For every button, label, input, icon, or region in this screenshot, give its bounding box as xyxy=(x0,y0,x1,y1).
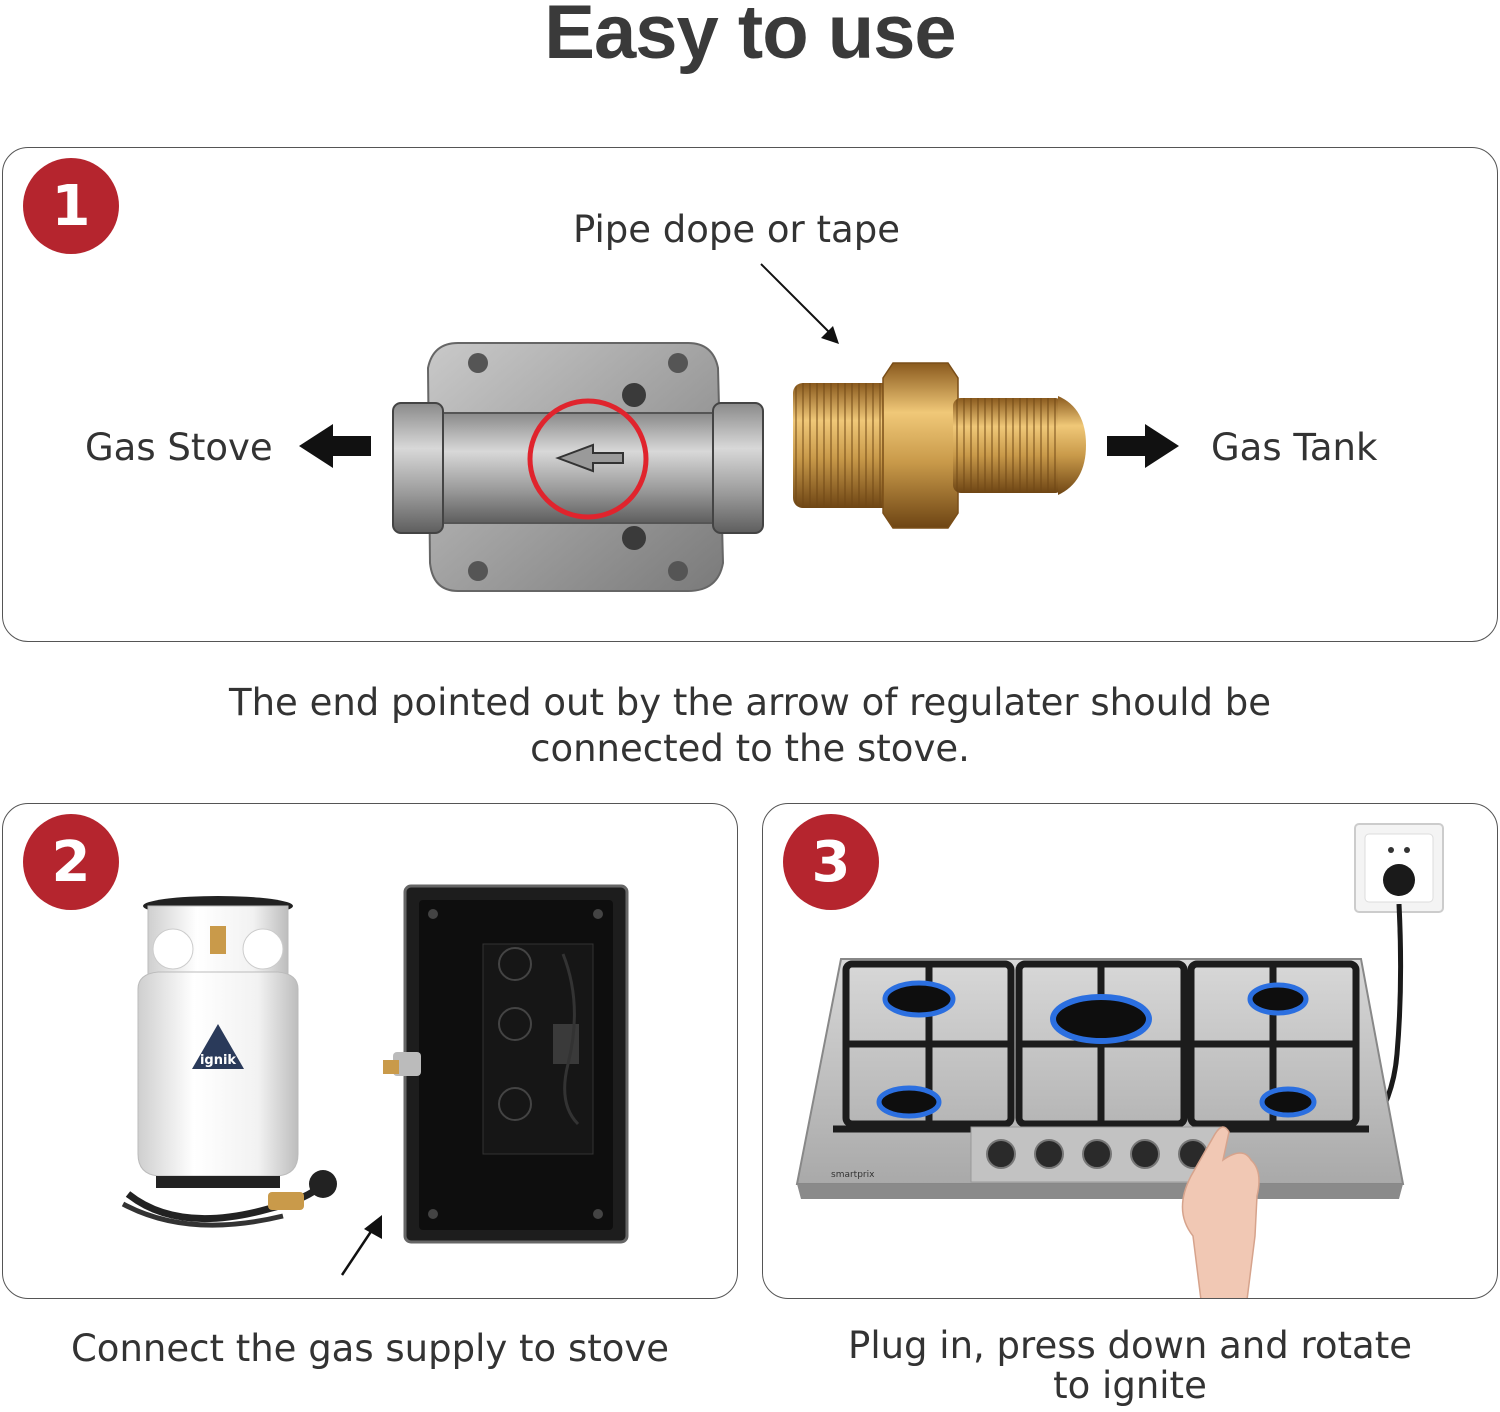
pipe-dope-label: Pipe dope or tape xyxy=(573,208,900,251)
step-2-panel: 2 ignik xyxy=(2,803,738,1299)
step-2-caption: Connect the gas supply to stove xyxy=(70,1327,670,1370)
right-arrow-icon xyxy=(1107,424,1179,468)
step-3-caption-line1: Plug in, press down and rotate xyxy=(848,1324,1412,1367)
step-3-caption: Plug in, press down and rotate to ignite xyxy=(760,1326,1500,1406)
step-3-caption-line2: to ignite xyxy=(1053,1364,1207,1407)
connect-arrow xyxy=(340,1215,382,1276)
step-1-caption-line1: The end pointed out by the arrow of regu… xyxy=(229,681,1271,724)
gas-regulator-image xyxy=(392,342,764,592)
burner-flames xyxy=(876,980,1317,1119)
step-3-badge: 3 xyxy=(783,814,879,910)
pipe-dope-pointer-arrow xyxy=(760,263,839,344)
hand-image xyxy=(1181,1126,1260,1298)
step-1-badge: 1 xyxy=(23,158,119,254)
stove-underside-image xyxy=(383,884,629,1244)
gas-tank-label: Gas Tank xyxy=(1211,426,1378,469)
brass-fitting-image xyxy=(793,362,1086,529)
wall-outlet-image xyxy=(1354,823,1444,913)
gas-cooktop-image: smartprix xyxy=(795,958,1405,1199)
tank-brand-text: ignik xyxy=(200,1053,236,1068)
gas-stove-label: Gas Stove xyxy=(85,426,273,469)
cooktop-brand-text: smartprix xyxy=(831,1170,875,1180)
page-title: Easy to use xyxy=(544,0,956,75)
step-3-panel: 3 xyxy=(762,803,1498,1299)
step-2-badge: 2 xyxy=(23,814,119,910)
left-arrow-icon xyxy=(299,424,371,468)
propane-tank-image: ignik xyxy=(121,896,337,1228)
step-1-caption-line2: connected to the stove. xyxy=(530,727,970,770)
step-1-caption: The end pointed out by the arrow of regu… xyxy=(0,680,1500,772)
step-1-panel: 1 Pipe dope or tape Gas Stove Gas Tank xyxy=(2,147,1498,642)
